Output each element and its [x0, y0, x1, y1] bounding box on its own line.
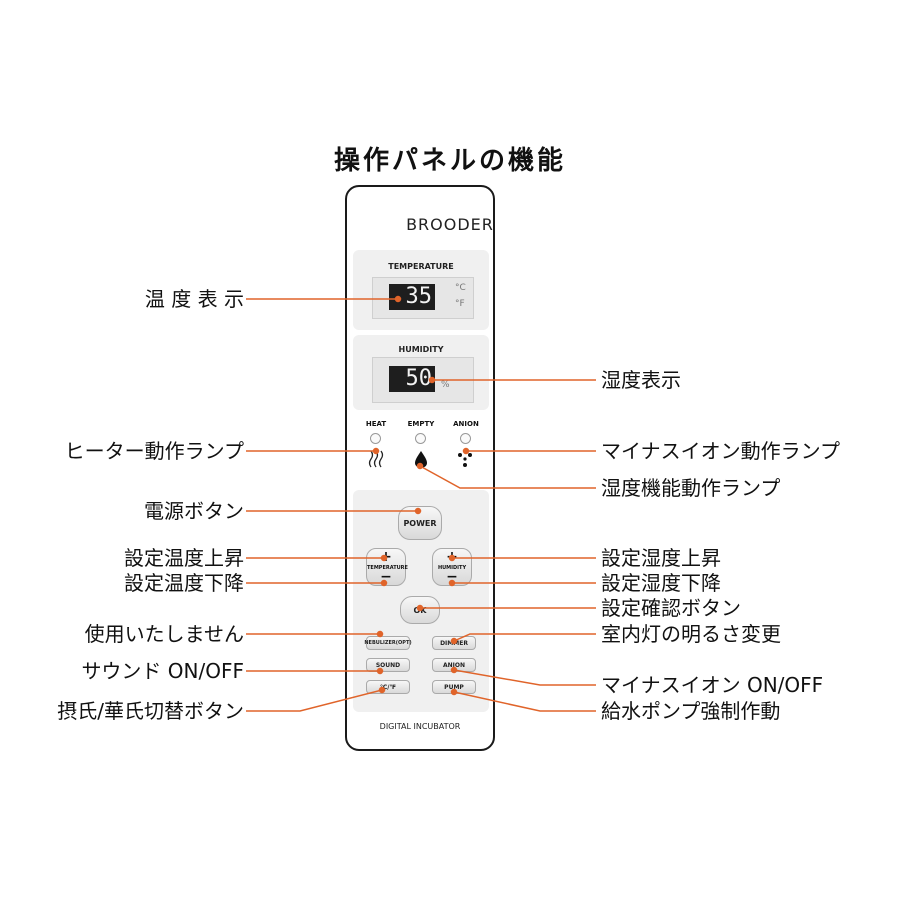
nebulizer-button[interactable]: NEBULIZER(OPT) — [364, 636, 412, 650]
callout-temp-display: 温 度 表 示 — [144, 287, 244, 311]
sound-button[interactable]: SOUND — [366, 658, 410, 672]
callout-unused: 使用いたしません — [84, 622, 244, 646]
temp-adjust-label: TEMPERATURE — [367, 565, 408, 571]
leader-anion-toggle — [453, 669, 596, 686]
leader-cf — [246, 689, 383, 712]
temperature-label: TEMPERATURE — [388, 262, 454, 271]
callout-pump: 給水ポンプ強制作動 — [601, 699, 781, 723]
callout-anion-lamp: マイナスイオン動作ランプ — [601, 439, 840, 463]
callout-anion-toggle: マイナスイオン ON/OFF — [601, 673, 824, 697]
temp-minus-button[interactable]: − — [380, 569, 392, 585]
anion-lamp — [460, 433, 471, 444]
empty-lamp-label: EMPTY — [407, 420, 435, 428]
humidity-label: HUMIDITY — [398, 345, 444, 354]
empty-lamp — [415, 433, 426, 444]
diagram-title: 操作パネルの機能 — [333, 146, 566, 176]
leader-dimmer — [453, 633, 596, 642]
panel-footer: DIGITAL INCUBATOR — [379, 722, 461, 731]
callout-humidity-lamp: 湿度機能動作ランプ — [601, 476, 781, 500]
callout-hum-up: 設定湿度上昇 — [601, 546, 721, 570]
hum-adjust-label: HUMIDITY — [437, 565, 467, 571]
temperature-display: 35 — [389, 284, 435, 310]
anion-lamp-label: ANION — [453, 420, 479, 428]
callout-dimmer: 室内灯の明るさ変更 — [601, 622, 781, 646]
hum-minus-button[interactable]: − — [446, 569, 458, 585]
leader-humidity-lamp — [419, 465, 596, 489]
callout-temp-down: 設定温度下降 — [124, 571, 244, 595]
celsius-fahrenheit-button[interactable]: ℃/℉ — [366, 680, 410, 694]
heat-lamp — [370, 433, 381, 444]
callout-cf-switch: 摂氏/華氏切替ボタン — [57, 699, 244, 723]
unit-celsius: °C — [455, 283, 466, 293]
leader-pump — [453, 691, 596, 712]
callout-hum-down: 設定湿度下降 — [601, 571, 721, 595]
callout-power-button: 電源ボタン — [144, 499, 244, 523]
callout-temp-up: 設定温度上昇 — [124, 546, 244, 570]
callout-sound: サウンド ON/OFF — [81, 659, 244, 683]
unit-percent: % — [441, 380, 450, 390]
callout-heater-lamp: ヒーター動作ランプ — [64, 439, 244, 463]
heat-lamp-label: HEAT — [365, 420, 387, 428]
humidity-display: 50 — [389, 366, 435, 392]
callout-humidity-display: 湿度表示 — [601, 368, 681, 392]
fan-icon — [458, 453, 472, 467]
brand-logo: BROODER — [406, 215, 494, 234]
unit-fahrenheit: °F — [455, 299, 465, 309]
callout-ok-button: 設定確認ボタン — [601, 596, 741, 620]
